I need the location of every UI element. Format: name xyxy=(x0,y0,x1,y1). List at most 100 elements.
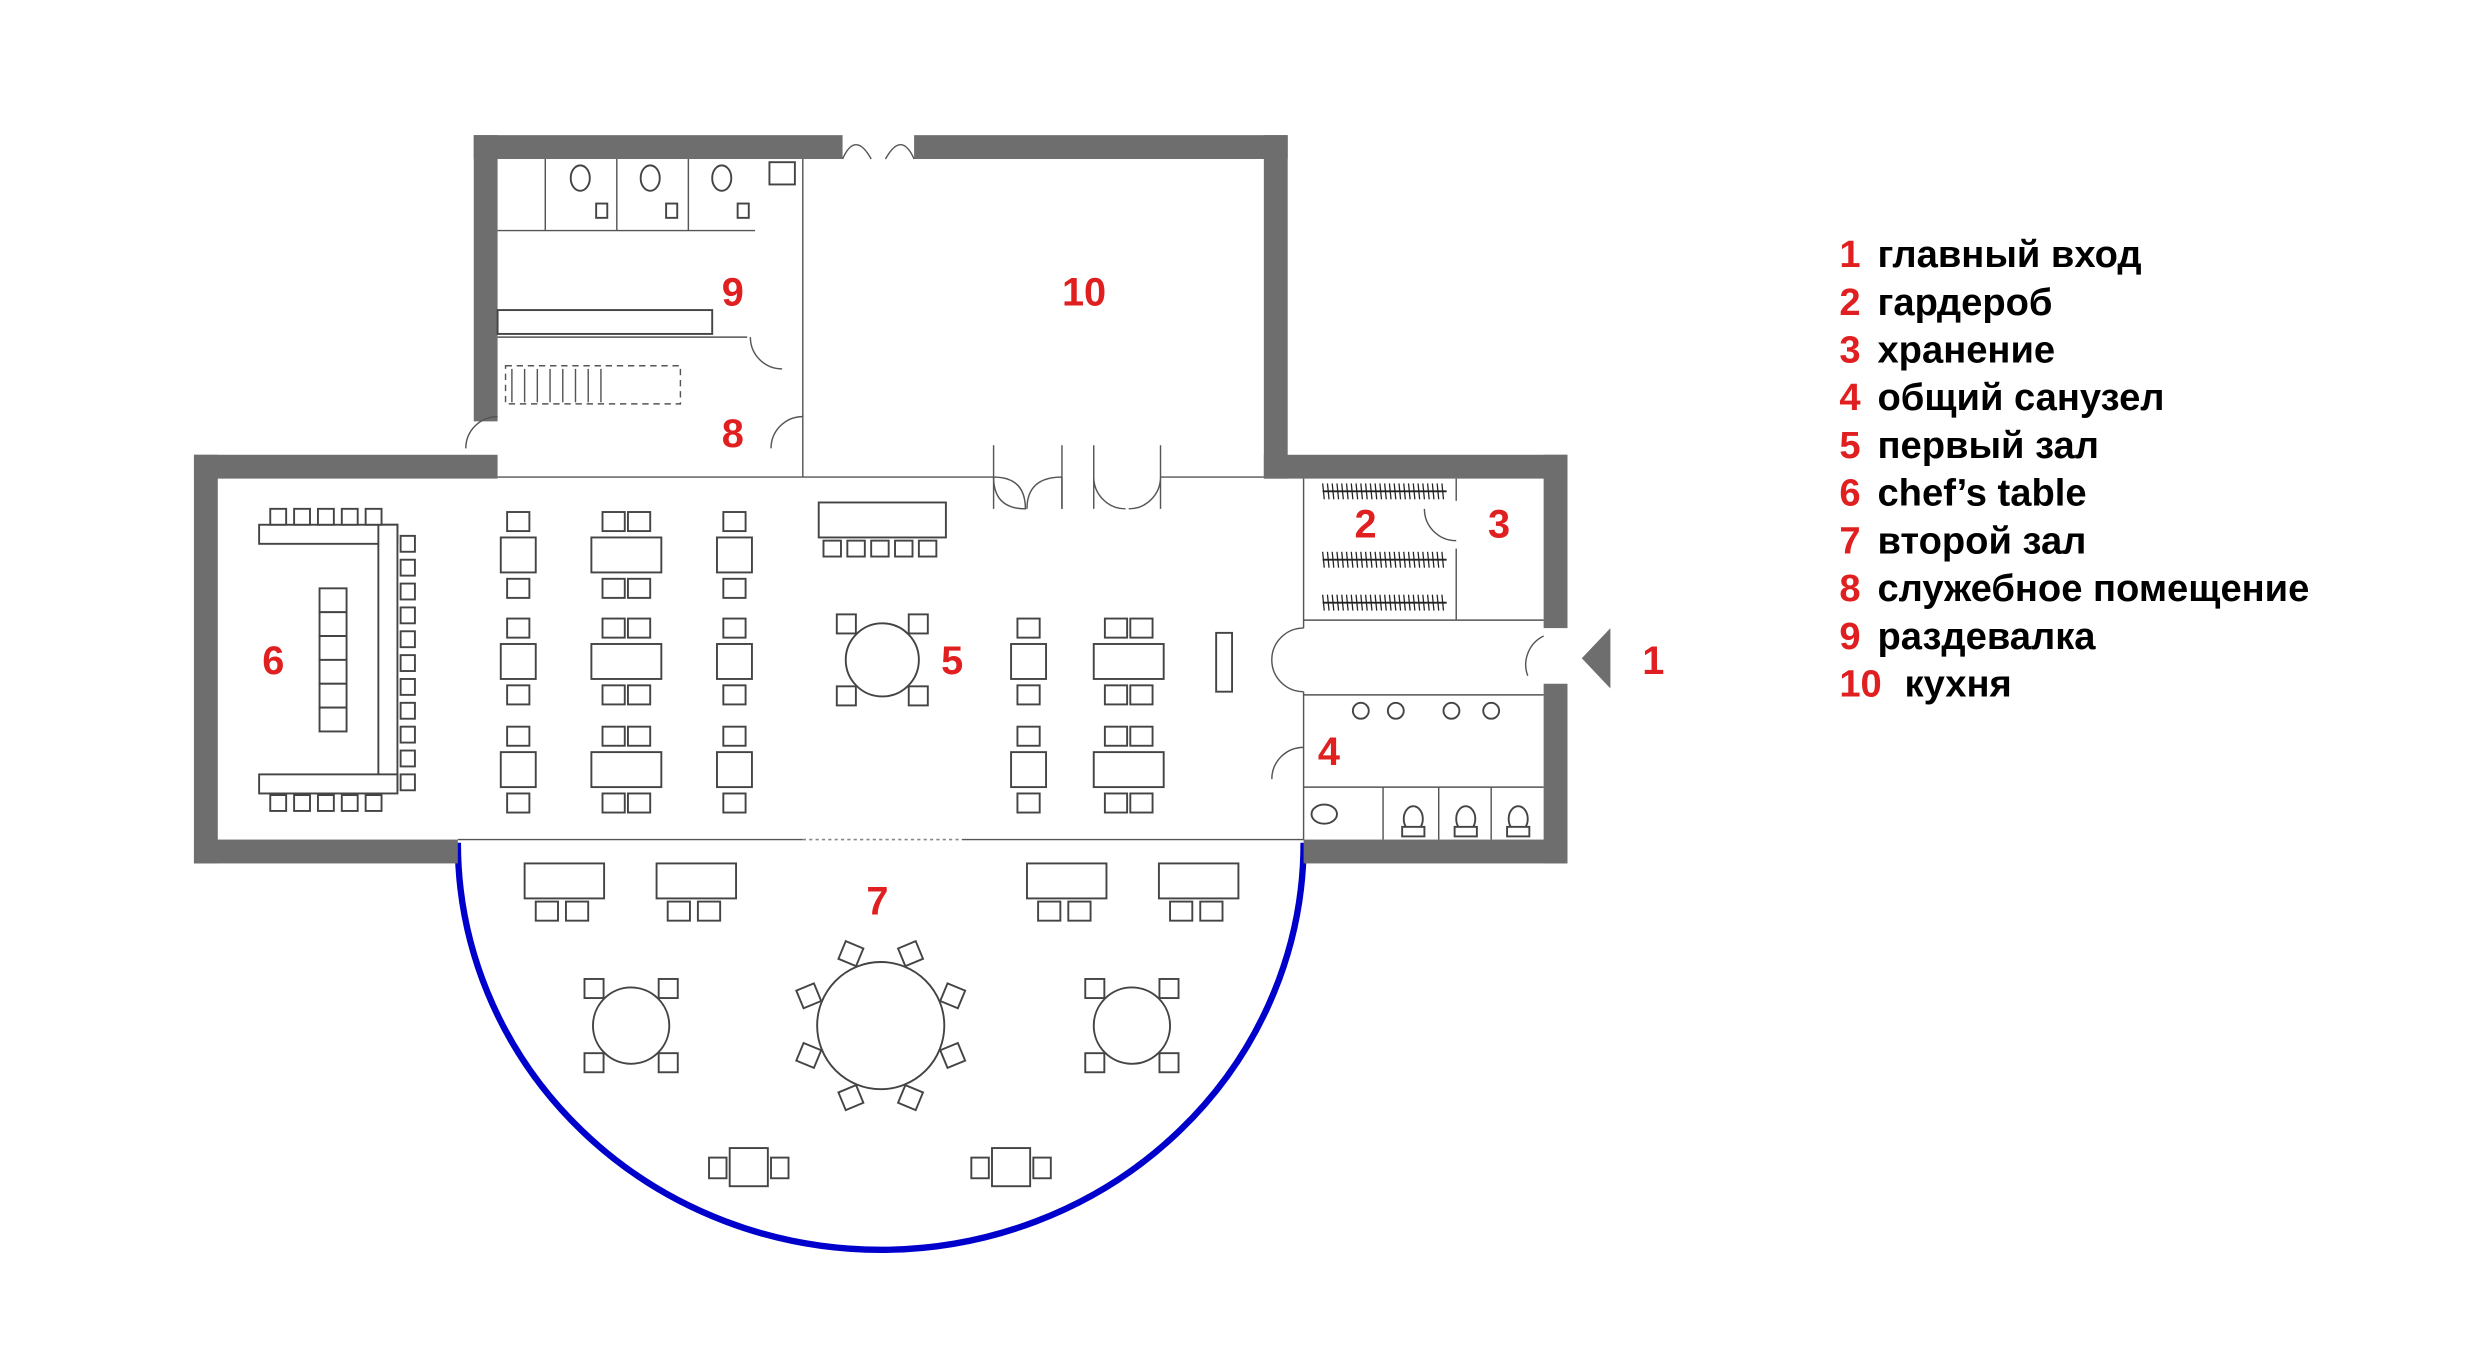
hanger xyxy=(1412,551,1416,568)
table xyxy=(1010,643,1048,680)
hanger xyxy=(1374,594,1378,611)
wall xyxy=(1543,454,1568,629)
chair xyxy=(938,1041,967,1070)
chair xyxy=(399,654,416,672)
chair xyxy=(795,1041,823,1070)
hanger xyxy=(1403,483,1406,500)
hanger xyxy=(1393,483,1397,500)
hanger xyxy=(1417,551,1421,568)
hanger xyxy=(1412,483,1416,500)
chair xyxy=(399,749,416,768)
legend-number: 9 xyxy=(1839,615,1860,658)
round-table xyxy=(1092,986,1172,1065)
hanger xyxy=(1441,551,1445,568)
hanger xyxy=(1388,594,1392,611)
table xyxy=(716,643,753,680)
chair xyxy=(917,539,938,558)
sink xyxy=(1386,701,1405,720)
chair xyxy=(1103,792,1129,814)
room-label-9: 9 xyxy=(722,270,744,314)
table xyxy=(716,536,753,574)
chair xyxy=(722,725,747,747)
toilet xyxy=(639,164,661,192)
table xyxy=(590,751,663,789)
hanger xyxy=(1436,551,1440,568)
legend-label: второй зал xyxy=(1877,519,2086,562)
legend-number: 3 xyxy=(1839,329,1860,372)
chair xyxy=(601,577,626,599)
room-label-1: 1 xyxy=(1642,639,1664,683)
sink xyxy=(665,202,679,219)
hanger xyxy=(1336,483,1340,500)
chair xyxy=(1016,792,1041,814)
chair xyxy=(399,773,416,792)
table xyxy=(716,751,753,789)
chair xyxy=(583,1052,605,1074)
sink xyxy=(736,202,750,219)
chair xyxy=(1103,617,1129,639)
chair xyxy=(837,939,865,968)
chair xyxy=(870,539,890,558)
chair xyxy=(1158,1052,1180,1074)
bench-segment xyxy=(318,635,348,661)
chair xyxy=(399,701,416,720)
hanger xyxy=(1345,594,1349,611)
legend-label: гардероб xyxy=(1877,281,2052,324)
chef-counter xyxy=(258,523,399,545)
room-label-8: 8 xyxy=(722,412,744,456)
chair xyxy=(795,982,823,1010)
round-table xyxy=(592,986,671,1065)
hanger xyxy=(1422,594,1426,611)
hanger xyxy=(1379,594,1383,611)
table xyxy=(590,536,663,574)
legend-label: раздевалка xyxy=(1877,615,2096,658)
toilet-tank xyxy=(1401,825,1426,838)
chair xyxy=(399,725,416,744)
hanger xyxy=(1422,551,1426,568)
hanger xyxy=(1341,594,1344,611)
table xyxy=(1157,862,1240,900)
table xyxy=(523,862,606,900)
table xyxy=(499,643,537,680)
chair xyxy=(626,577,652,599)
chair xyxy=(1103,725,1129,747)
wall xyxy=(914,135,1288,160)
chair xyxy=(708,1156,728,1180)
hanger xyxy=(1384,551,1387,568)
sink xyxy=(1482,701,1501,720)
legend-number: 10 xyxy=(1839,662,1881,705)
table xyxy=(1026,862,1108,900)
chair xyxy=(601,792,626,814)
room-label-6: 6 xyxy=(262,639,284,683)
glazed-wall-arc xyxy=(454,842,1307,1254)
hanger xyxy=(1426,594,1430,611)
hanger xyxy=(1322,483,1325,500)
hanger xyxy=(1431,594,1435,611)
chair xyxy=(896,939,925,968)
bench-segment xyxy=(318,611,348,637)
chair xyxy=(626,725,652,747)
hanger xyxy=(1398,483,1402,500)
bench-segment xyxy=(318,658,348,685)
wall xyxy=(1263,454,1568,479)
wall xyxy=(193,454,498,479)
legend-label: общий санузел xyxy=(1877,376,2164,419)
chair xyxy=(722,617,747,639)
chair xyxy=(1129,792,1154,814)
hanger xyxy=(1436,594,1440,611)
hanger xyxy=(1355,551,1359,568)
chair xyxy=(722,577,747,599)
hanger xyxy=(1360,551,1364,568)
room-label-3: 3 xyxy=(1488,502,1510,546)
hanger xyxy=(1388,551,1392,568)
hanger xyxy=(1436,483,1440,500)
chair xyxy=(770,1156,790,1180)
chair xyxy=(506,577,531,599)
hanger xyxy=(1388,483,1392,500)
chair xyxy=(626,684,652,706)
hanger xyxy=(1369,551,1373,568)
table xyxy=(499,536,537,574)
chair xyxy=(601,511,626,533)
